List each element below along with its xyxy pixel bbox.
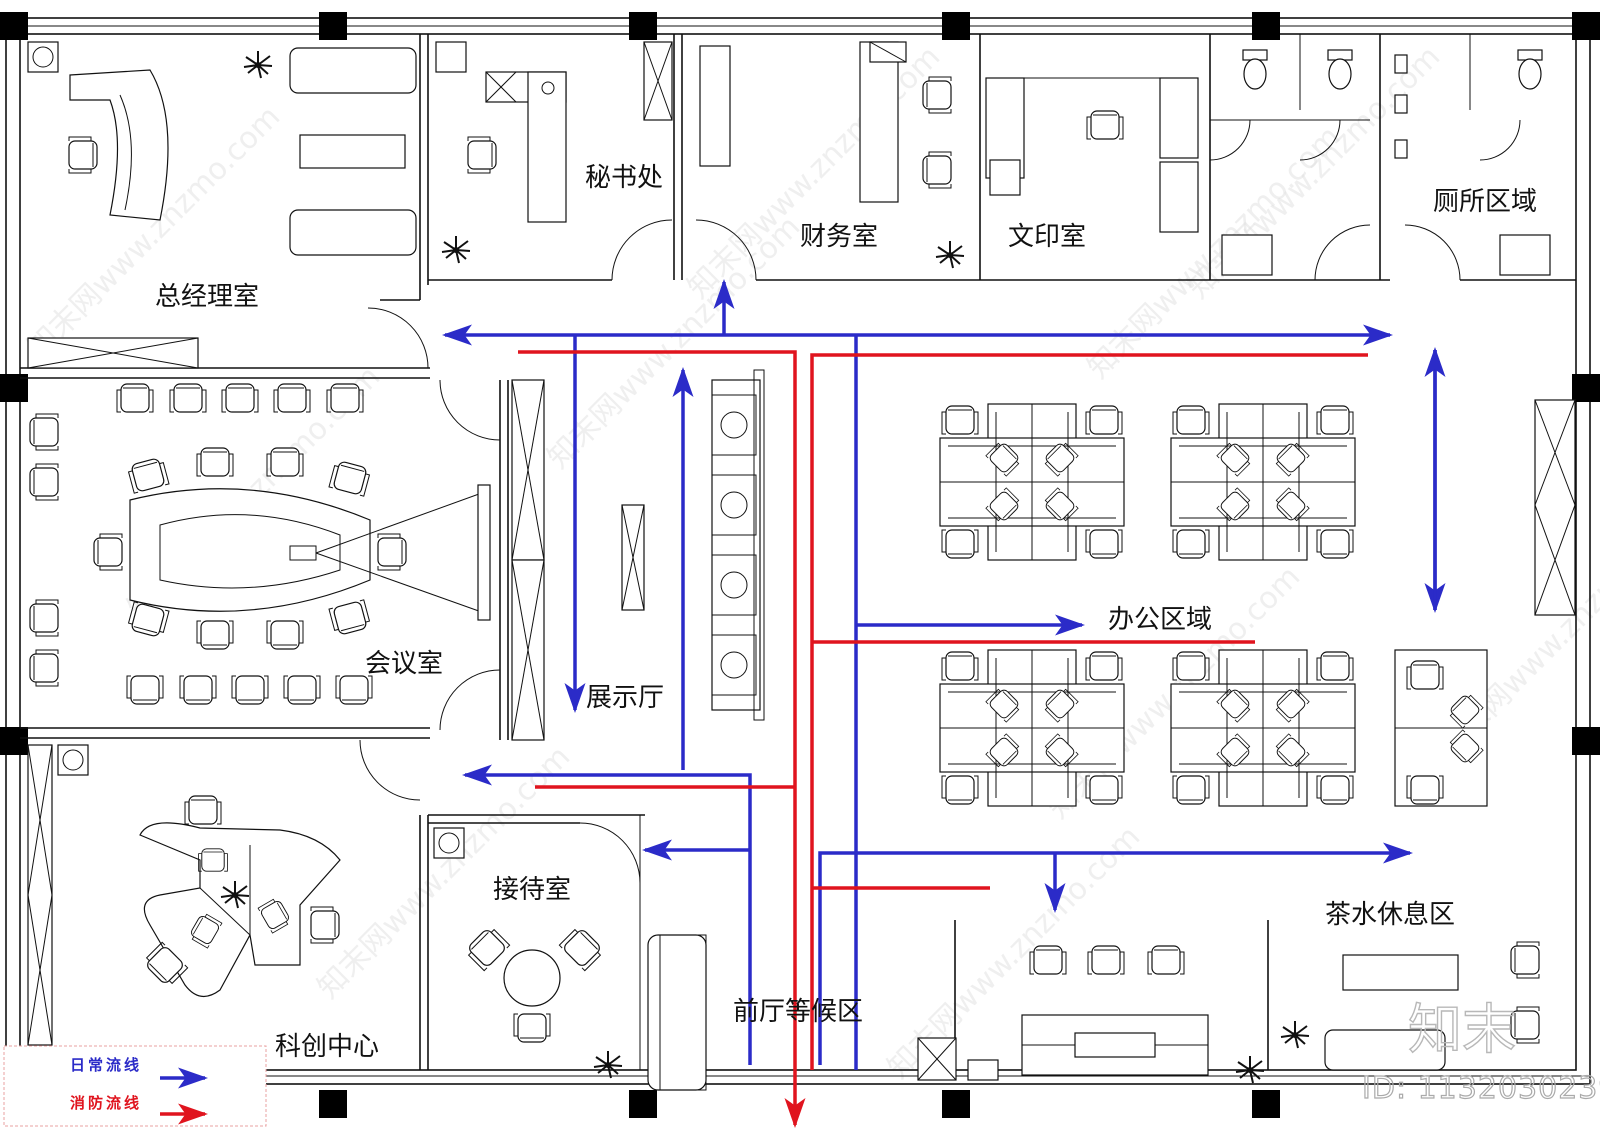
label-office-area: 办公区域 <box>1108 605 1212 635</box>
label-printing: 文印室 <box>1008 222 1086 252</box>
structural-columns <box>0 12 1600 1118</box>
restroom-fixtures <box>1221 49 1551 276</box>
legend: 日常流线 消防流线 <box>3 1045 267 1127</box>
finance-furniture <box>699 41 965 269</box>
legend-fire-label: 消防流线 <box>70 1094 142 1112</box>
reception-room-furniture <box>433 827 707 1091</box>
label-lobby: 前厅等候区 <box>733 997 863 1027</box>
label-tea-break: 茶水休息区 <box>1325 900 1455 930</box>
svg-text:知末网www.znzmo.com: 知末网www.znzmo.com <box>1181 39 1447 305</box>
room-labels: 总经理室 秘书处 财务室 文印室 厕所区域 会议室 展示厅 办公区域 科创中心 … <box>155 163 1537 1062</box>
exhibition-hall-furniture <box>621 369 765 721</box>
fire-flow-lines <box>518 350 1368 1128</box>
label-secretary: 秘书处 <box>585 163 663 193</box>
meeting-room-furniture <box>20 379 545 741</box>
innovation-center-furniture <box>57 744 341 997</box>
brand-logo: 知末 <box>1408 998 1516 1061</box>
label-reception: 接待室 <box>493 875 571 905</box>
image-id: ID: 1132030239 <box>1362 1071 1600 1106</box>
label-innovation: 科创中心 <box>275 1032 379 1062</box>
gm-office-furniture <box>27 41 417 369</box>
printing-furniture <box>985 77 1199 233</box>
label-exhibition: 展示厅 <box>586 683 664 713</box>
label-gm-office: 总经理室 <box>155 282 259 312</box>
label-meeting: 会议室 <box>365 649 443 679</box>
legend-daily-label: 日常流线 <box>70 1056 142 1074</box>
secretary-furniture <box>435 41 673 264</box>
label-restroom: 厕所区域 <box>1433 187 1537 217</box>
label-finance: 财务室 <box>800 222 878 252</box>
brand-watermark: 知末 ID: 1132030239 <box>1361 997 1600 1106</box>
tea-area-furniture <box>917 941 1540 1084</box>
office-workstations <box>940 399 1576 807</box>
outer-walls <box>5 17 1591 1085</box>
daily-flow-lines <box>442 279 1446 1070</box>
